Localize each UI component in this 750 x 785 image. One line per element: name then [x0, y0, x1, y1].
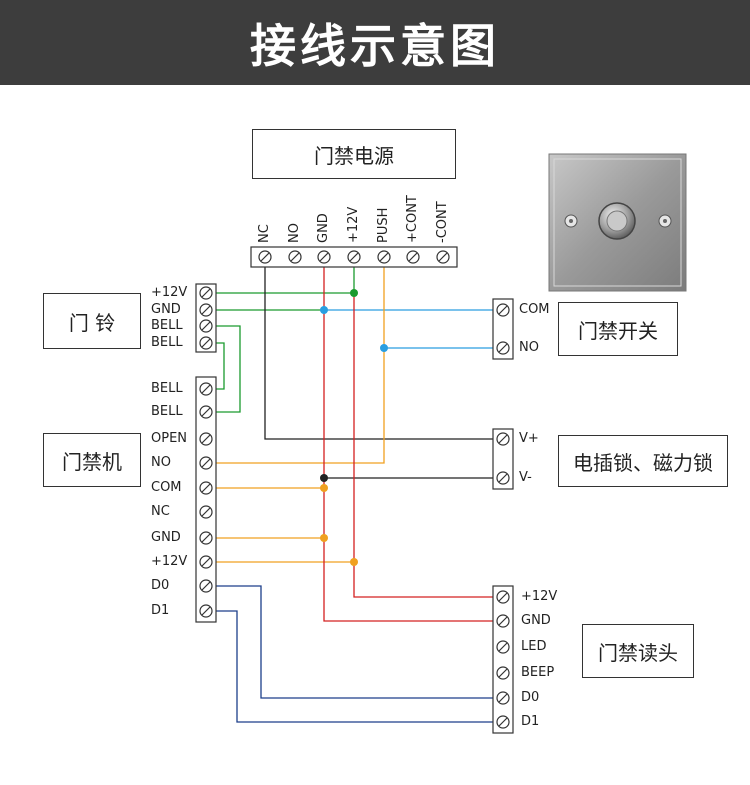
controller-terminal-1 — [199, 405, 213, 419]
reader-terminal-4 — [496, 691, 510, 705]
controller-terminal-3 — [199, 456, 213, 470]
power-terminal-label: PUSH — [376, 207, 391, 243]
page-title: 接线示意图 — [0, 0, 750, 85]
doorbell-terminal-label: GND — [151, 302, 181, 317]
power-terminal-label: NO — [287, 223, 302, 243]
doorbell-terminal-label: BELL — [151, 318, 183, 333]
wire-green-bell-a — [215, 325, 241, 413]
reader-terminal-0 — [496, 590, 510, 604]
controller-terminal-7 — [199, 555, 213, 569]
doorbell-terminal-2 — [199, 319, 213, 333]
doorbell-terminal-1 — [199, 303, 213, 317]
wire-navy-d0 — [215, 585, 494, 699]
controller-terminal-label: +12V — [151, 554, 188, 569]
controller-terminal-label: OPEN — [151, 431, 188, 446]
reader-terminal-label: GND — [521, 613, 551, 628]
wire-black-nc-vplus — [264, 257, 494, 440]
reader-box: 门禁读头 — [582, 624, 694, 678]
power-supply-box: 门禁电源 — [252, 129, 456, 179]
switch-terminal-0 — [496, 303, 510, 317]
reader-terminal-5 — [496, 715, 510, 729]
wire-red-12v — [353, 293, 494, 598]
reader-terminal-label: BEEP — [521, 665, 555, 680]
power-terminal-label: NC — [257, 224, 272, 243]
reader-label: 门禁读头 — [598, 640, 678, 665]
doorbell-terminal-block — [195, 283, 217, 353]
power-terminal-label: +CONT — [405, 195, 420, 243]
controller-terminal-label: D1 — [151, 603, 170, 618]
controller-terminal-6 — [199, 531, 213, 545]
controller-terminal-label: GND — [151, 530, 181, 545]
controller-box: 门禁机 — [43, 433, 141, 487]
controller-terminal-5 — [199, 505, 213, 519]
doorbell-terminal-3 — [199, 336, 213, 350]
power-terminal-4 — [377, 250, 391, 264]
exit-button-plate-image — [548, 153, 687, 292]
wire-orange-push — [215, 257, 385, 464]
controller-terminal-label: BELL — [151, 404, 183, 419]
reader-terminal-1 — [496, 614, 510, 628]
power-terminal-label: GND — [316, 213, 331, 243]
power-terminal-label: +12V — [346, 206, 361, 243]
junction-green — [350, 289, 358, 297]
junction-black — [320, 474, 328, 482]
doorbell-label: 门 铃 — [68, 310, 116, 335]
power-terminal-3 — [347, 250, 361, 264]
wire-navy-d1 — [215, 610, 494, 723]
reader-terminal-label: D0 — [521, 690, 540, 705]
switch-terminal-label: COM — [519, 302, 550, 317]
controller-terminal-label: NO — [151, 455, 171, 470]
controller-terminal-4 — [199, 481, 213, 495]
controller-label: 门禁机 — [62, 449, 122, 474]
power-terminal-label: -CONT — [435, 201, 450, 243]
power-terminal-5 — [406, 250, 420, 264]
power-supply-label: 门禁电源 — [314, 143, 394, 168]
power-terminal-6 — [436, 250, 450, 264]
junction-orange-gnd — [320, 534, 328, 542]
doorbell-box: 门 铃 — [43, 293, 141, 349]
lock-terminal-0 — [496, 432, 510, 446]
doorbell-terminal-label: +12V — [151, 285, 188, 300]
reader-terminal-block — [492, 585, 514, 734]
reader-terminal-label: LED — [521, 639, 547, 654]
lock-terminal-label: V+ — [519, 431, 539, 446]
doorbell-terminal-label: BELL — [151, 335, 183, 350]
junction-blue-push — [380, 344, 388, 352]
reader-terminal-2 — [496, 640, 510, 654]
wire-green-bell-b — [215, 342, 225, 390]
junction-orange-12v — [350, 558, 358, 566]
controller-terminal-2 — [199, 432, 213, 446]
controller-terminal-0 — [199, 382, 213, 396]
reader-terminal-3 — [496, 666, 510, 680]
reader-terminal-label: +12V — [521, 589, 558, 604]
controller-terminal-9 — [199, 604, 213, 618]
power-terminal-2 — [317, 250, 331, 264]
exit-switch-box: 门禁开关 — [558, 302, 678, 356]
lock-terminal-label: V- — [519, 470, 532, 485]
controller-terminal-label: COM — [151, 480, 182, 495]
wire-red-gnd — [323, 257, 494, 622]
controller-terminal-8 — [199, 579, 213, 593]
reader-terminal-label: D1 — [521, 714, 540, 729]
junction-blue-gnd — [320, 306, 328, 314]
switch-terminal-label: NO — [519, 340, 539, 355]
doorbell-terminal-0 — [199, 286, 213, 300]
lock-terminal-1 — [496, 471, 510, 485]
controller-terminal-label: NC — [151, 504, 170, 519]
switch-terminal-1 — [496, 341, 510, 355]
controller-terminal-label: D0 — [151, 578, 170, 593]
junction-orange-com — [320, 484, 328, 492]
controller-terminal-label: BELL — [151, 381, 183, 396]
exit-switch-label: 门禁开关 — [578, 318, 658, 343]
lock-label: 电插锁、磁力锁 — [573, 450, 713, 475]
power-terminal-1 — [288, 250, 302, 264]
power-terminal-0 — [258, 250, 272, 264]
lock-box: 电插锁、磁力锁 — [558, 435, 728, 487]
